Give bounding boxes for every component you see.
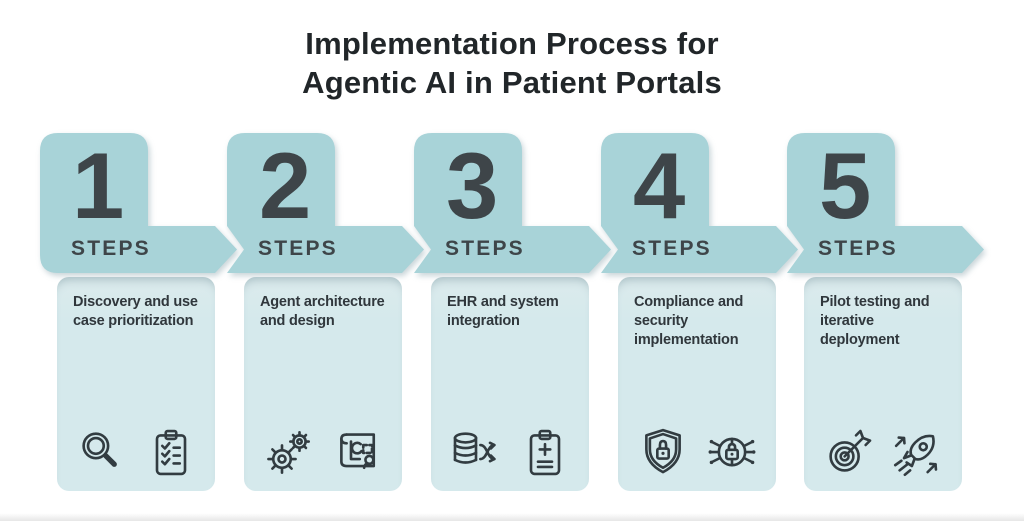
step-label: STEPS (445, 237, 525, 260)
circuit-lock-icon (708, 437, 755, 467)
step-5: 5 STEPS Pilot testing and iterative depl… (787, 133, 987, 493)
step-card: EHR and system integration (431, 277, 589, 491)
step-icons (244, 424, 402, 480)
target-arrow-icon (828, 429, 871, 472)
step-arrow-shape (601, 133, 798, 273)
magnifier-icon (81, 432, 117, 467)
step-description: Compliance and security implementation (634, 294, 744, 349)
step-label: STEPS (258, 237, 338, 260)
step-arrow-shape (40, 133, 237, 273)
step-card: Pilot testing and iterative deployment (804, 277, 962, 491)
database-sync-icon (453, 432, 496, 464)
step-description: Pilot testing and iterative deployment (820, 294, 930, 349)
gears-icon (266, 431, 310, 474)
step-arrow-shape (227, 133, 424, 273)
step-number: 1 (72, 133, 125, 238)
step-description: EHR and system integration (447, 294, 559, 330)
step-number: 5 (819, 133, 872, 238)
step-3: 3 STEPS EHR and system integration (414, 133, 614, 493)
step-label: STEPS (818, 237, 898, 260)
medical-clipboard-icon (529, 429, 560, 476)
step-number: 2 (259, 133, 312, 238)
step-card: Discovery and use case prioritization (57, 277, 215, 491)
step-icons (57, 424, 215, 480)
step-description: Agent architecture and design (260, 294, 385, 330)
step-arrow-shape (787, 133, 984, 273)
shield-lock-icon (644, 428, 681, 474)
step-description: Discovery and use case prioritization (73, 294, 198, 330)
step-label: STEPS (632, 237, 712, 260)
step-1: 1 STEPS Discovery and use case prioritiz… (40, 133, 240, 493)
step-2: 2 STEPS Agent architecture and design (227, 133, 427, 493)
title-line-1: Implementation Process for (305, 26, 719, 61)
step-icons (431, 424, 589, 480)
step-arrow-shape (414, 133, 611, 273)
step-icons (804, 424, 962, 480)
step-card: Agent architecture and design (244, 277, 402, 491)
rocket-icon (893, 434, 937, 477)
step-number: 3 (446, 133, 499, 238)
step-4: 4 STEPS Compliance and security implemen… (601, 133, 801, 493)
step-number: 4 (633, 133, 686, 238)
step-icons (618, 424, 776, 480)
title-line-2: Agentic AI in Patient Portals (302, 65, 722, 101)
checklist-icon (155, 429, 186, 476)
blueprint-icon (339, 433, 375, 470)
page-bottom-edge (0, 513, 1024, 521)
step-card: Compliance and security implementation (618, 277, 776, 491)
step-label: STEPS (71, 237, 151, 260)
